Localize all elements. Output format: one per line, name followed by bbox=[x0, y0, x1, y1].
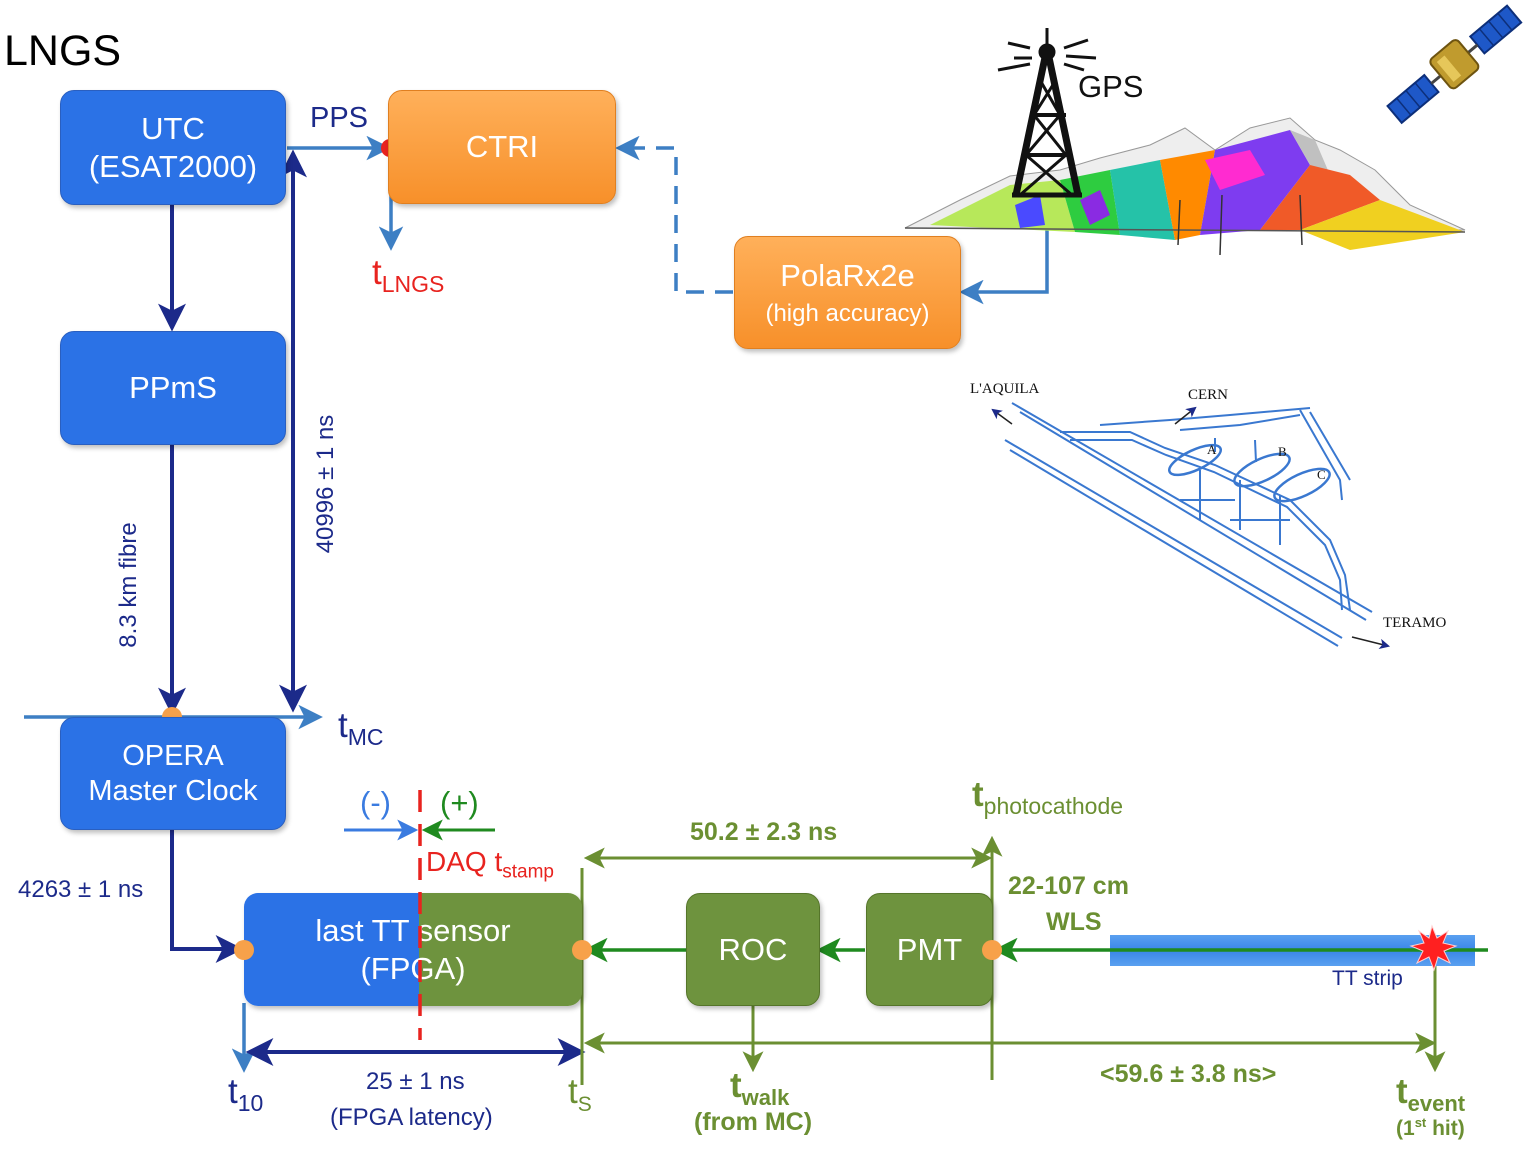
wls-label: WLS bbox=[1046, 908, 1102, 936]
polarx-to-ctri-dashed-link bbox=[615, 135, 733, 294]
t-mc-sub: MC bbox=[347, 724, 384, 750]
minus-label: (-) bbox=[360, 785, 391, 820]
t-lngs-sub: LNGS bbox=[381, 271, 445, 297]
satellite-icon bbox=[1386, 4, 1523, 125]
t-photocathode-label: tphotocathode bbox=[972, 775, 1124, 819]
pmt-label: PMT bbox=[896, 931, 963, 967]
opera-label: OPERA bbox=[122, 739, 224, 772]
polarx2e-box[interactable]: PolaRx2e (high accuracy) bbox=[734, 236, 961, 349]
t-event-note: (1st hit) bbox=[1396, 1115, 1465, 1140]
ppms-box[interactable]: PPmS bbox=[60, 331, 286, 445]
daq-sub: stamp bbox=[502, 861, 554, 883]
opera-to-tt-arrow bbox=[170, 830, 244, 963]
plus-label: (+) bbox=[440, 785, 479, 820]
pps-label: PPS bbox=[310, 102, 369, 134]
map-label-hall-b: B bbox=[1278, 444, 1287, 459]
tt-sensor-sublabel: (FPGA) bbox=[360, 950, 466, 986]
opera-master-clock-box[interactable]: OPERA Master Clock bbox=[60, 717, 286, 830]
mountain-geology-illustration bbox=[904, 117, 1466, 256]
t-event-note-sup: st bbox=[1414, 1115, 1427, 1130]
utc-sublabel: (ESAT2000) bbox=[88, 148, 258, 184]
tt-strip-label: TT strip bbox=[1332, 967, 1403, 990]
ctri-box[interactable]: CTRI bbox=[388, 90, 616, 204]
ts-label: tS bbox=[568, 1072, 592, 1116]
delay-4263-label: 4263 ± 1 ns bbox=[18, 876, 144, 903]
t-photo-sub: photocathode bbox=[983, 793, 1124, 819]
delay-40996-label: 40996 ± 1 ns bbox=[312, 414, 339, 554]
pmt-box[interactable]: PMT bbox=[866, 893, 993, 1006]
t10-sub: 10 bbox=[237, 1090, 264, 1116]
ppms-label: PPmS bbox=[129, 370, 217, 406]
t-walk-note: (from MC) bbox=[694, 1108, 813, 1136]
fibre-length-label: 8.3 km fibre bbox=[115, 522, 142, 648]
hit-star-icon bbox=[1409, 924, 1458, 972]
polarx-label: PolaRx2e bbox=[780, 257, 915, 293]
gps-label: GPS bbox=[1078, 69, 1144, 104]
gps-to-polarx-arrow bbox=[959, 228, 1049, 305]
map-label-cern: CERN bbox=[1188, 387, 1229, 403]
polarx-sublabel: (high accuracy) bbox=[765, 300, 930, 328]
tt-sensor-label: last TT sensor bbox=[315, 913, 511, 949]
fpga-latency-value: 25 ± 1 ns bbox=[366, 1068, 465, 1095]
master-clock-label: Master Clock bbox=[88, 774, 258, 807]
daq-tstamp-line bbox=[418, 790, 422, 1040]
roc-label: ROC bbox=[718, 931, 788, 967]
t-lngs-label: tLNGS bbox=[372, 253, 445, 297]
page-title: LNGS bbox=[4, 27, 122, 75]
utc-label: UTC bbox=[141, 111, 205, 147]
wls-length-label: 22-107 cm bbox=[1008, 872, 1129, 900]
map-label-hall-c: C bbox=[1317, 467, 1326, 482]
gps-antenna-icon bbox=[997, 28, 1097, 198]
roc-box[interactable]: ROC bbox=[686, 893, 820, 1006]
t-walk-label: twalk bbox=[730, 1066, 790, 1110]
ctri-label: CTRI bbox=[465, 129, 539, 165]
map-label-teramo: TERAMO bbox=[1383, 615, 1447, 631]
t10-label: t10 bbox=[228, 1072, 264, 1116]
daq-tstamp-label: DAQ tstamp bbox=[426, 846, 554, 883]
t-walk-sub: walk bbox=[741, 1085, 790, 1110]
utc-box[interactable]: UTC (ESAT2000) bbox=[60, 90, 286, 205]
delay-50-label: 50.2 ± 2.3 ns bbox=[690, 818, 838, 846]
t-mc-label: tMC bbox=[338, 706, 384, 750]
t-event-sub: event bbox=[1407, 1091, 1466, 1116]
map-label-hall-a: A bbox=[1207, 442, 1217, 457]
map-label-laquila: L'AQUILA bbox=[970, 381, 1040, 397]
fpga-latency-note: (FPGA latency) bbox=[330, 1104, 493, 1131]
ts-sub: S bbox=[577, 1093, 592, 1116]
delay-59-label: <59.6 ± 3.8 ns> bbox=[1100, 1060, 1277, 1088]
t-event-label: tevent bbox=[1396, 1072, 1466, 1116]
lngs-tunnel-map bbox=[991, 402, 1391, 650]
tt-sensor-box[interactable]: last TT sensor (FPGA) bbox=[244, 893, 582, 1006]
